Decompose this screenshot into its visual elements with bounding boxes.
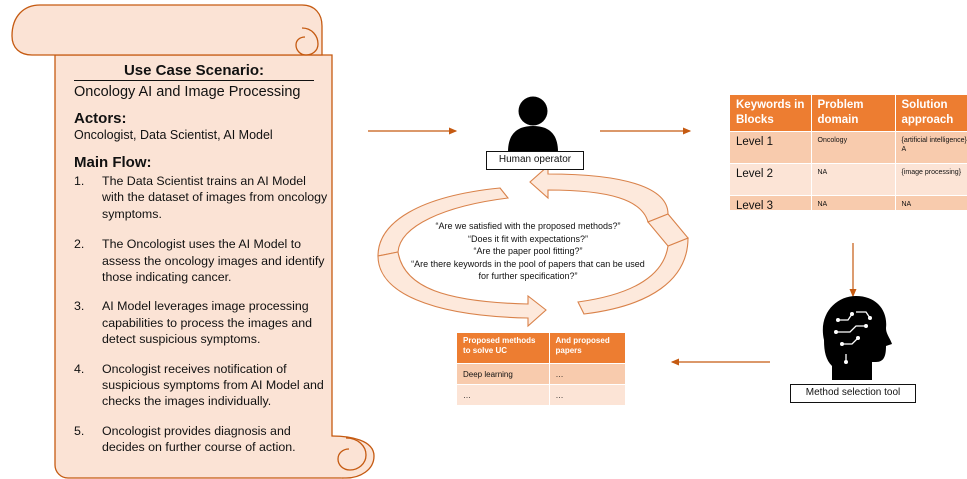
- flow-step: 4.Oncologist receives notification of su…: [74, 361, 324, 409]
- table-row: Level 3 NA NA: [730, 195, 967, 210]
- table-row: Deep learning …: [457, 363, 626, 385]
- keywords-header: Problem domain: [811, 95, 896, 132]
- table-row: Level 2 NA {image processing}: [730, 163, 967, 196]
- table-cell: Deep learning: [457, 363, 550, 385]
- table-cell: Level 1: [730, 131, 812, 164]
- flow-step: 3.AI Model leverages image processing ca…: [74, 299, 313, 347]
- person-icon: [508, 96, 558, 152]
- use-case-scenario: Use Case Scenario: Oncology AI and Image…: [60, 62, 332, 456]
- keywords-header: Solution approach: [895, 95, 967, 132]
- table-cell: NA: [811, 195, 896, 210]
- table-cell: …: [457, 384, 550, 405]
- main-flow-list: 1.The Data Scientist trains an AI Model …: [74, 173, 332, 456]
- table-row: … …: [457, 384, 626, 405]
- human-operator-label: Human operator: [486, 151, 584, 170]
- table-cell: …: [549, 384, 626, 405]
- methods-header: Proposed methods to solve UC: [457, 333, 550, 364]
- table-row: Level 1 Oncology {artificial intelligenc…: [730, 131, 967, 164]
- flow-step: 1.The Data Scientist trains an AI Model …: [74, 174, 328, 221]
- table-cell: Level 2: [730, 163, 812, 196]
- question: “Are we satisfied with the proposed meth…: [435, 221, 621, 231]
- question: “Does it fit with expectations?”: [467, 233, 589, 244]
- methods-header: And proposed papers: [549, 333, 626, 364]
- actors-heading: Actors:: [74, 110, 127, 127]
- question: “Are there keywords in the pool of paper…: [411, 258, 645, 282]
- flow-step: 2.The Oncologist uses the AI Model to as…: [74, 237, 325, 285]
- actors-list: Oncologist, Data Scientist, AI Model: [74, 128, 273, 142]
- flow-step: 5.Oncologist provides diagnosis and deci…: [74, 423, 296, 455]
- feedback-questions: “Are we satisfied with the proposed meth…: [408, 220, 648, 283]
- table-cell: NA: [811, 163, 896, 196]
- table-cell: Level 3: [730, 195, 812, 210]
- scenario-title: Use Case Scenario:: [74, 62, 314, 81]
- keywords-header: Keywords in Blocks: [730, 95, 812, 132]
- scenario-subtitle: Oncology AI and Image Processing: [74, 84, 301, 100]
- keywords-table: Keywords in Blocks Problem domain Soluti…: [730, 95, 967, 210]
- table-cell: {image processing}: [895, 163, 967, 196]
- proposed-methods-table: Proposed methods to solve UC And propose…: [457, 333, 626, 405]
- ai-head-icon: [822, 296, 892, 380]
- method-selection-tool-label: Method selection tool: [790, 384, 916, 403]
- table-cell: NA: [895, 195, 967, 210]
- question: “Are the paper pool fitting?”: [473, 246, 583, 256]
- table-cell: {artificial intelligence} OR A: [895, 131, 967, 164]
- main-flow-heading: Main Flow:: [74, 154, 152, 171]
- scroll-top-roll: [11, 4, 323, 56]
- table-cell: Oncology: [811, 131, 896, 164]
- table-cell: …: [549, 363, 626, 385]
- feedback-cycle-icon: [377, 164, 689, 328]
